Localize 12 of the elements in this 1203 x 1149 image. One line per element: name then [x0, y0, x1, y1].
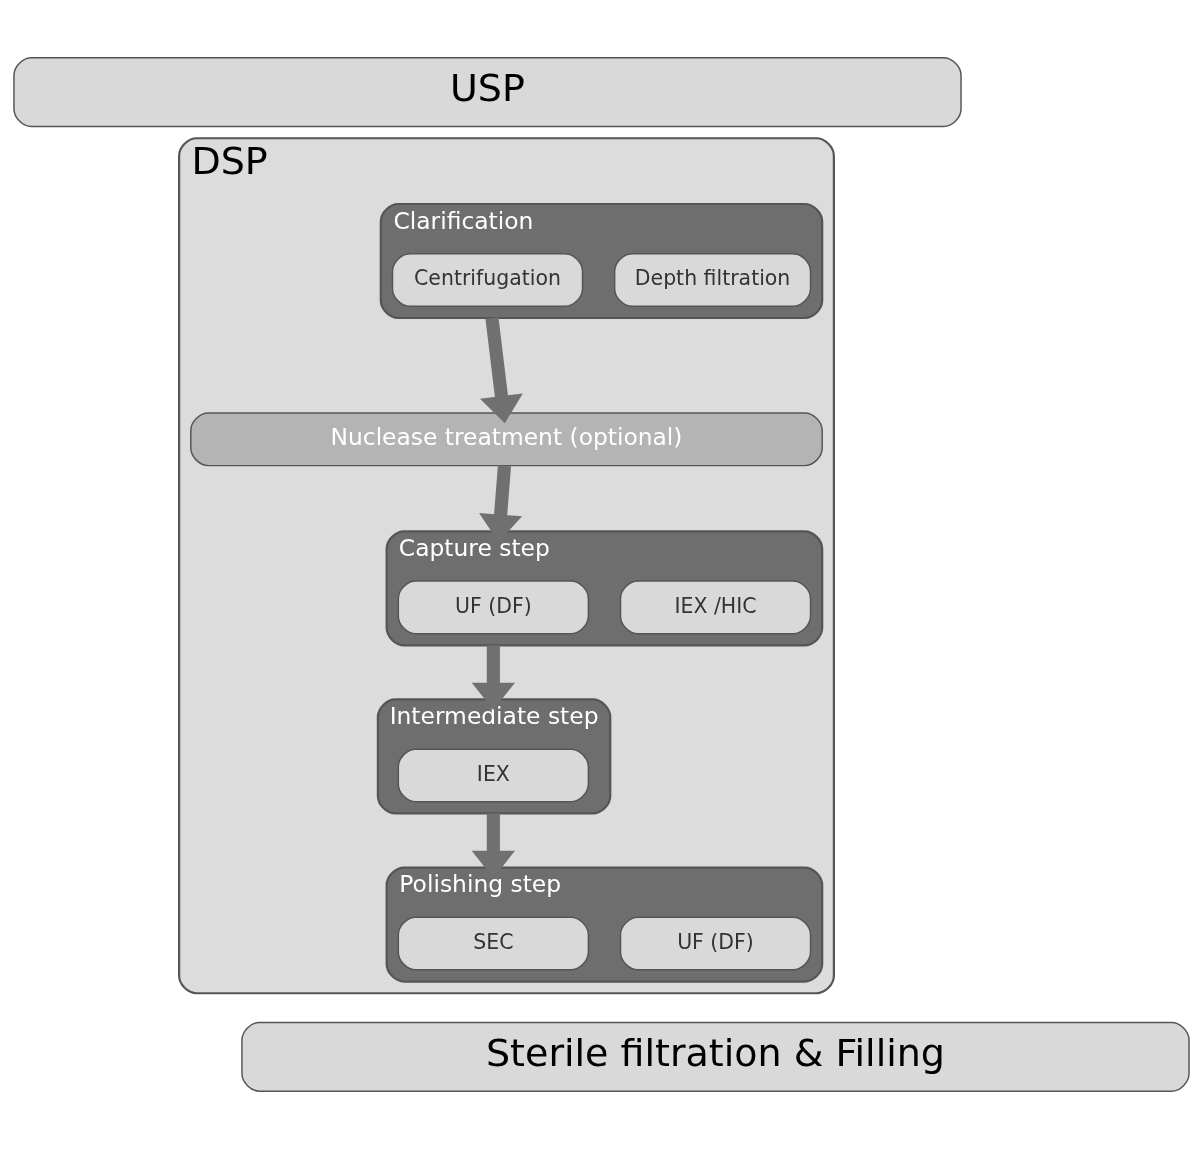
node-box: IEX /HIC — [619, 580, 812, 635]
node-box: IEX — [397, 748, 590, 803]
node-box: UF (DF) — [397, 580, 590, 635]
node-box: UF (DF) — [619, 916, 812, 971]
node-box: SEC — [397, 916, 590, 971]
node-box: USP — [13, 57, 962, 128]
node-box: Depth filtration — [613, 252, 812, 308]
node-box: Centrifugation — [391, 252, 584, 308]
arrow — [471, 645, 515, 711]
node-box: Sterile filtration & Filling — [241, 1021, 1190, 1092]
arrow — [479, 317, 523, 424]
node-box: Nuclease treatment (optional) — [190, 412, 823, 467]
